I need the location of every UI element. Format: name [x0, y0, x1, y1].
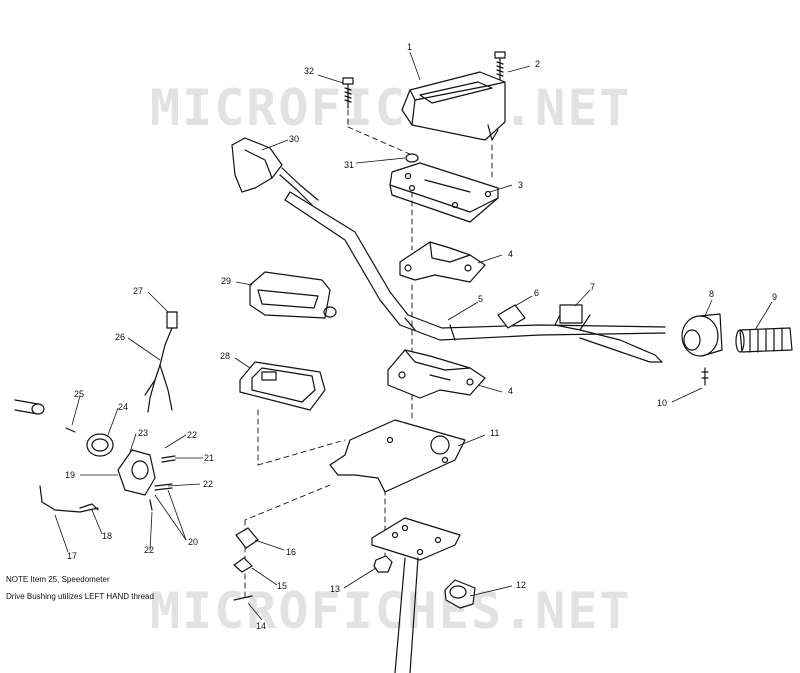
pin-14: [233, 595, 253, 601]
callout-32: 32: [304, 66, 314, 76]
callout-5: 5: [478, 294, 483, 304]
callout-26: 26: [115, 332, 125, 342]
callout-1: 1: [407, 42, 412, 52]
cable-17: [39, 485, 99, 513]
callout-24: 24: [118, 402, 128, 412]
callout-4-upper: 4: [508, 249, 513, 259]
wire-harness-26: [144, 311, 178, 413]
callout-21: 21: [204, 453, 214, 463]
throttle-housing-8: [681, 313, 723, 357]
note-line-2: Drive Bushing utilizes LEFT HAND thread: [6, 592, 154, 601]
clip-15: [233, 557, 253, 573]
callout-9: 9: [772, 292, 777, 302]
callout-31: 31: [344, 160, 354, 170]
drive-bushing-25: [14, 399, 76, 433]
callout-2: 2: [535, 59, 540, 69]
bolt-2: [494, 51, 506, 81]
callout-8: 8: [709, 289, 714, 299]
clamp-4-upper: [399, 241, 486, 283]
callout-23: 23: [138, 428, 148, 438]
callout-4-lower: 4: [508, 386, 513, 396]
callout-13: 13: [330, 584, 340, 594]
watermark-top: MICROFICHES.NET: [150, 79, 632, 137]
callout-11: 11: [490, 428, 499, 438]
steering-plate: [371, 517, 461, 673]
callout-16: 16: [286, 547, 296, 557]
clamp-4-lower: [387, 349, 486, 399]
callout-27: 27: [133, 286, 143, 296]
callout-22-c: 22: [144, 545, 154, 555]
screw-10: [701, 367, 709, 386]
switch-housing-30: [231, 137, 319, 206]
callout-18: 18: [102, 531, 112, 541]
callout-3: 3: [518, 180, 523, 190]
callout-22-b: 22: [203, 479, 213, 489]
callout-22-a: 22: [187, 430, 197, 440]
screw-21: [161, 455, 176, 463]
callout-14: 14: [256, 621, 266, 631]
callout-19: 19: [65, 470, 75, 480]
callout-17: 17: [67, 551, 77, 561]
bolt-32: [342, 77, 354, 109]
clamp-12: [444, 579, 476, 609]
callout-6: 6: [534, 288, 539, 298]
callout-10: 10: [657, 398, 667, 408]
watermark-bottom: MICROFICHES.NET: [150, 582, 632, 640]
callout-12: 12: [516, 580, 526, 590]
grip-9: [735, 327, 793, 353]
cover-28: [239, 361, 326, 411]
speedometer-29: [249, 271, 337, 319]
brake-lever-7: [554, 304, 663, 363]
ring-24: [86, 433, 114, 457]
handlebar-5: [284, 191, 666, 341]
bracket-11: [329, 419, 466, 493]
callout-7: 7: [590, 282, 595, 292]
callout-30: 30: [289, 134, 299, 144]
callout-28: 28: [220, 351, 230, 361]
callout-20: 20: [188, 537, 198, 547]
washer-31: [405, 153, 419, 163]
callout-15: 15: [277, 581, 287, 591]
handlebar-cover: [401, 71, 506, 141]
leader-lines: [54, 51, 773, 621]
drive-housing-23: [117, 449, 156, 496]
callout-29: 29: [221, 276, 231, 286]
screw-22b: [149, 499, 153, 511]
nut-13: [373, 555, 393, 573]
note-line-1: NOTE Item 25, Speedometer: [6, 575, 110, 584]
mount-plate-3: [389, 162, 499, 223]
pad-6: [497, 304, 526, 329]
callout-25: 25: [74, 389, 84, 399]
screw-22: [154, 483, 173, 491]
clip-16: [235, 527, 259, 549]
